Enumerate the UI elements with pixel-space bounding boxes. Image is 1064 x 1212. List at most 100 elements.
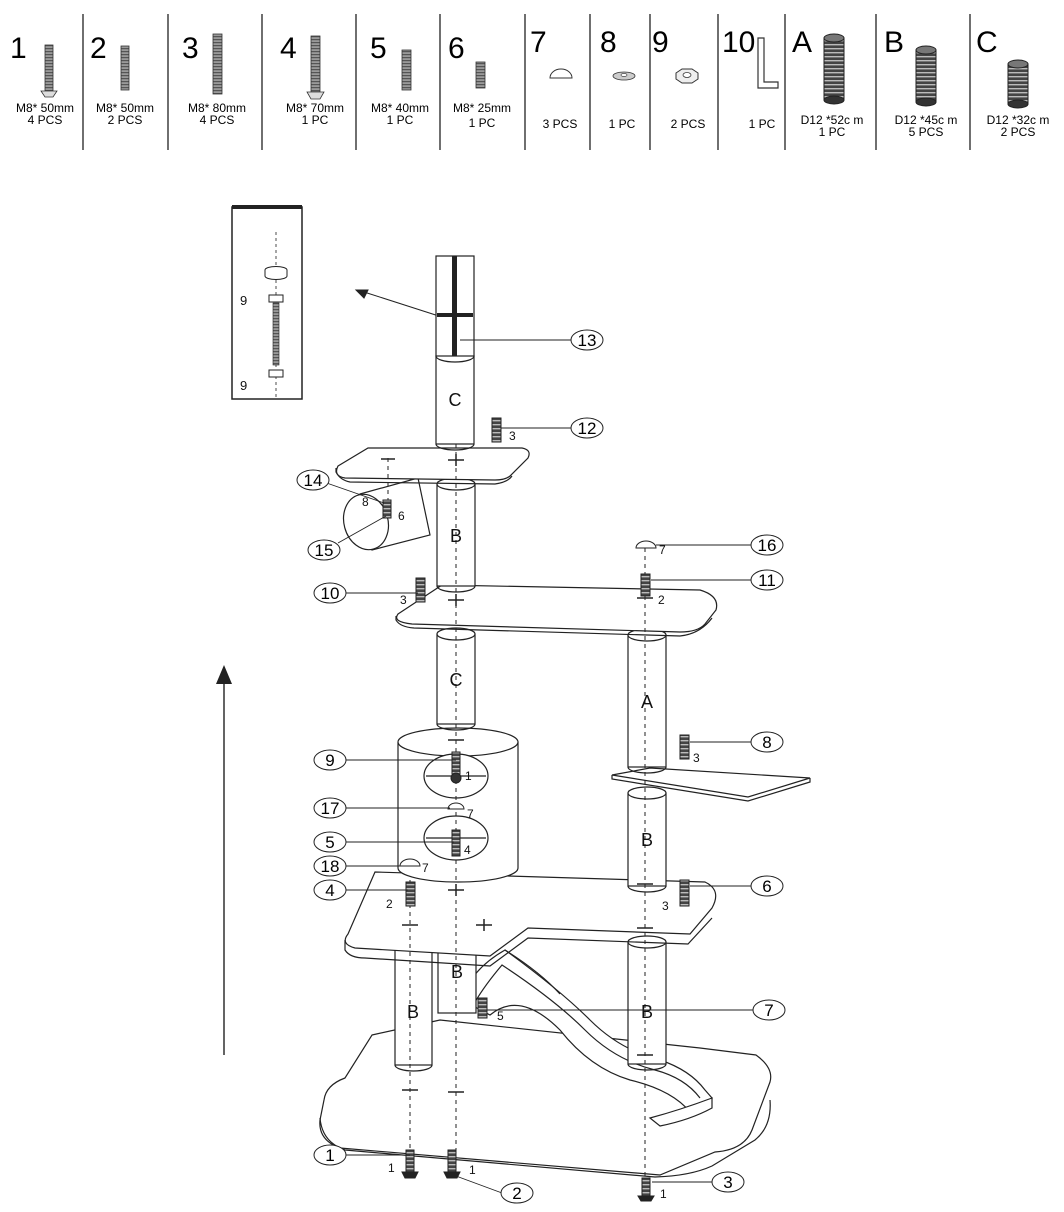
callout-15: 15 — [307, 539, 341, 561]
qty-mark: 1 — [469, 1163, 476, 1177]
part-id: C — [976, 26, 998, 59]
inset-label: 9 — [240, 293, 247, 308]
allen-key-icon — [757, 37, 779, 89]
part-id: 3 — [182, 32, 199, 65]
callout-5: 5 — [313, 831, 347, 853]
callout-label: 9 — [325, 751, 334, 770]
part-8: 8 1 PC — [600, 26, 636, 131]
callout-label: 18 — [321, 857, 340, 876]
side-tunnel — [342, 477, 431, 551]
threaded-rod-icon — [212, 33, 223, 95]
tube-label: B — [407, 1002, 419, 1022]
part-qty: 1 PC — [749, 117, 776, 131]
part-qty: 1 PC — [302, 113, 329, 127]
callout-13: 13 — [570, 329, 604, 351]
qty-mark: 7 — [422, 861, 429, 875]
part-spec: M8* 25mm — [453, 101, 511, 115]
part-id: 2 — [90, 32, 107, 65]
qty-mark: 3 — [509, 429, 516, 443]
tube-icon — [1007, 59, 1029, 109]
bolt-icon — [451, 751, 461, 775]
part-qty: 1 PC — [469, 116, 496, 130]
part-10: 10 1 PC — [722, 26, 779, 131]
callout-16: 16 — [750, 534, 784, 556]
part-spec: M8* 50mm — [16, 101, 74, 115]
inset-label: 9 — [240, 378, 247, 393]
part-2: 2 M8* 50mm 2 PCS — [90, 32, 154, 127]
part-id: 8 — [600, 26, 617, 59]
part-id: 10 — [722, 26, 755, 59]
part-id: 7 — [530, 26, 547, 59]
qty-mark: 1 — [660, 1187, 667, 1201]
part-qty: 4 PCS — [28, 113, 63, 127]
callouts: 13 12 14 15 16 11 10 8 9 17 5 18 4 6 7 1… — [296, 329, 786, 1204]
hex-nut-icon — [268, 369, 284, 378]
qty-mark: 2 — [658, 593, 665, 607]
callout-1: 1 — [313, 1144, 347, 1166]
part-4: 4 M8* 70mm 1 PC — [280, 32, 344, 127]
tube-B-right-mid — [627, 786, 667, 893]
upper-platform — [395, 584, 718, 637]
part-1: 1 M8* 50mm 4 PCS — [10, 32, 74, 127]
inset-detail: 9 9 — [231, 205, 303, 400]
part-qty: 2 PCS — [1001, 125, 1036, 139]
callout-label: 10 — [321, 584, 340, 603]
qty-mark: 5 — [497, 1009, 504, 1023]
part-id: A — [792, 26, 812, 59]
part-9: 9 2 PCS — [652, 26, 705, 131]
callout-8: 8 — [750, 731, 784, 753]
washer-icon — [264, 266, 288, 280]
callout-label: 15 — [315, 541, 334, 560]
part-A: A D12 *52c m 1 PC — [792, 26, 863, 139]
callout-4: 4 — [313, 879, 347, 901]
detail-arrow — [354, 289, 446, 319]
tube-labels: C B C A B B B B — [407, 390, 653, 1022]
part-B: B D12 *45c m 5 PCS — [884, 26, 957, 139]
part-qty: 1 PC — [609, 117, 636, 131]
part-spec: D12 *45c m — [895, 113, 958, 127]
part-id: 1 — [10, 32, 27, 65]
callout-label: 12 — [578, 419, 597, 438]
tube-label: B — [450, 526, 462, 546]
callout-label: 4 — [325, 881, 334, 900]
inset-frame — [231, 206, 303, 400]
fastener-qty-marks: 3 8 6 7 2 3 3 1 7 4 7 2 3 5 1 1 1 — [362, 429, 700, 1201]
part-id: B — [884, 26, 904, 59]
qty-mark: 7 — [659, 543, 666, 557]
bolt-icon — [306, 35, 325, 100]
washer-icon — [612, 71, 636, 81]
threaded-rod-icon — [679, 734, 690, 760]
callout-label: 11 — [758, 571, 776, 590]
callout-9: 9 — [313, 749, 347, 771]
bolt-icon — [40, 44, 58, 98]
part-spec: M8* 50mm — [96, 101, 154, 115]
part-spec: D12 *32c m — [987, 113, 1050, 127]
qty-mark: 1 — [465, 769, 472, 783]
hex-nut-icon — [268, 294, 284, 303]
callout-label: 3 — [723, 1173, 732, 1192]
part-qty: 1 PC — [819, 125, 846, 139]
callout-label: 16 — [758, 536, 777, 555]
bolt-icon — [640, 573, 651, 597]
part-qty: 3 PCS — [543, 117, 578, 131]
part-spec: D12 *52c m — [801, 113, 864, 127]
middle-platform — [344, 871, 717, 967]
threaded-rod-icon — [679, 879, 690, 907]
tube-label: B — [451, 962, 463, 982]
qty-mark: 8 — [362, 495, 369, 509]
callout-label: 7 — [764, 1001, 773, 1020]
bolt-icon — [637, 1177, 655, 1202]
callout-18: 18 — [313, 855, 347, 877]
dome-cap-icon — [549, 68, 573, 79]
qty-mark: 6 — [398, 509, 405, 523]
part-qty: 2 PCS — [108, 113, 143, 127]
callout-7: 7 — [752, 999, 786, 1021]
callout-10: 10 — [313, 582, 347, 604]
bolt-icon — [443, 1149, 461, 1179]
part-id: 9 — [652, 26, 669, 59]
callout-label: 2 — [512, 1184, 521, 1203]
cat-tree-assembly — [319, 255, 811, 1178]
threaded-rod — [452, 256, 457, 356]
callout-label: 5 — [325, 833, 334, 852]
callout-3: 3 — [711, 1171, 745, 1193]
